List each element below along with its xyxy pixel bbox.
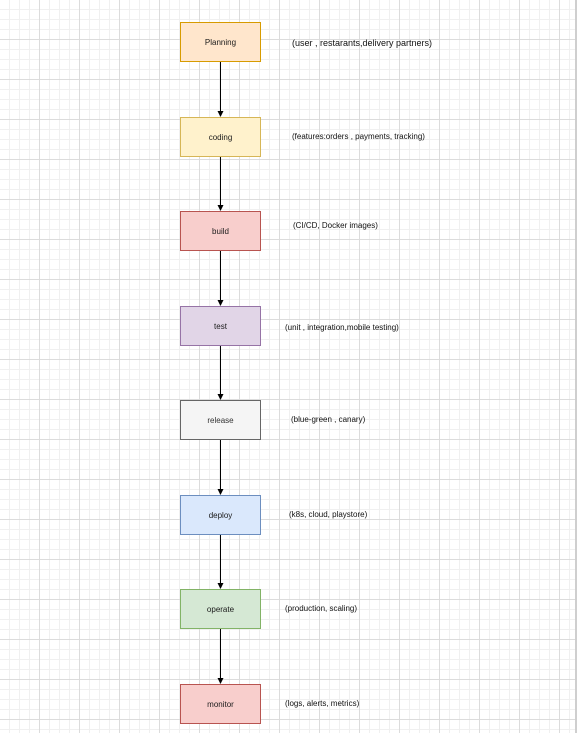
stage-coding-label: coding <box>208 132 233 142</box>
stage-planning[interactable]: Planning <box>180 22 261 62</box>
stage-monitor-label: monitor <box>207 699 234 709</box>
stage-deploy-label: deploy <box>208 510 233 520</box>
stage-deploy[interactable]: deploy <box>180 495 261 535</box>
stage-monitor[interactable]: monitor <box>180 684 261 724</box>
note-monitor: (logs, alerts, metrics) <box>285 699 360 708</box>
stage-planning-label: Planning <box>204 37 237 47</box>
note-release: (blue-green , canary) <box>291 415 366 424</box>
stage-release[interactable]: release <box>180 400 261 440</box>
note-coding: (features:orders , payments, tracking) <box>292 132 425 141</box>
note-build: (CI/CD, Docker images) <box>293 221 378 230</box>
note-test: (unit , integration,mobile testing) <box>285 323 399 332</box>
stage-release-label: release <box>207 415 234 425</box>
note-deploy: (k8s, cloud, playstore) <box>289 510 368 519</box>
stage-test[interactable]: test <box>180 306 261 346</box>
stage-operate[interactable]: operate <box>180 589 261 629</box>
stage-operate-label: operate <box>206 604 235 614</box>
stage-coding[interactable]: coding <box>180 117 261 157</box>
note-operate: (production, scaling) <box>285 604 358 613</box>
note-planning: (user , restarants,delivery partners) <box>292 38 433 48</box>
stage-build[interactable]: build <box>180 211 261 251</box>
stage-test-label: test <box>214 321 227 331</box>
stage-build-label: build <box>212 226 229 236</box>
canvas-page-edge <box>575 0 577 733</box>
